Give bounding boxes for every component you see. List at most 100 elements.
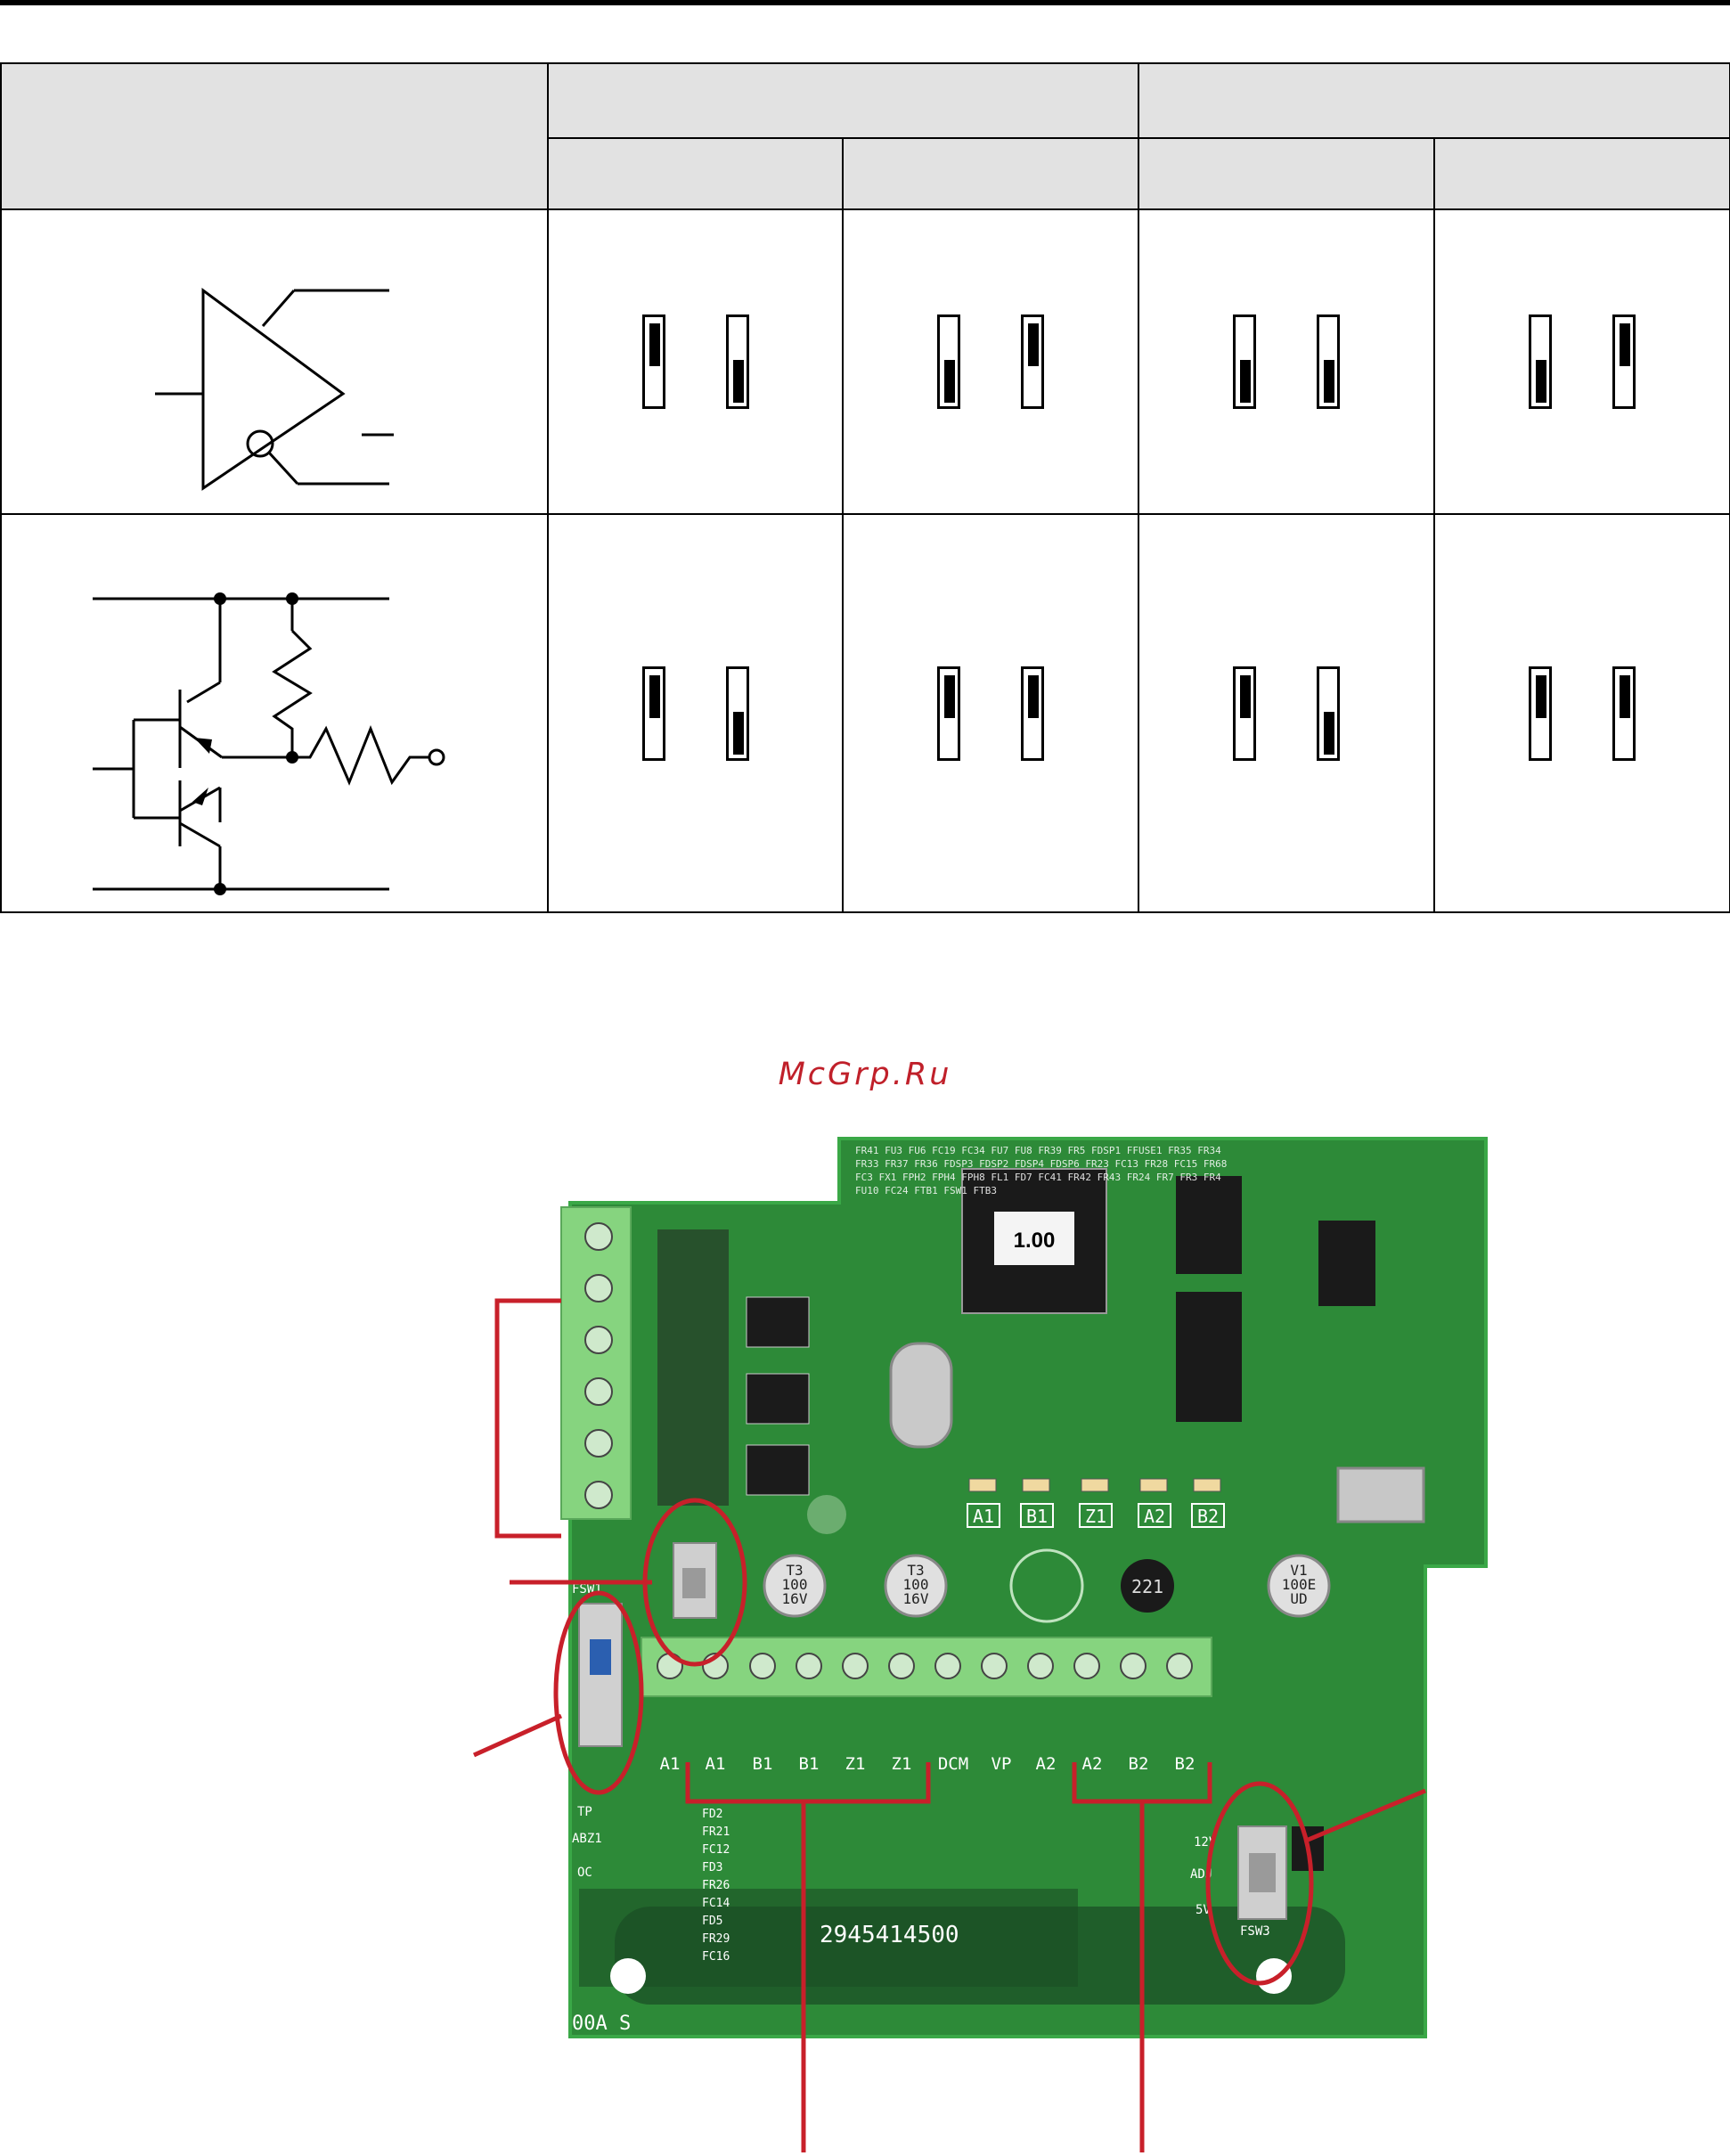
silk-item: FL1 (991, 1172, 1009, 1183)
silk-fr21: FR21 (702, 1825, 730, 1839)
silk-item: FR23 (1085, 1158, 1109, 1170)
silk-item: FC3 (855, 1172, 873, 1183)
silk-item: FU3 (885, 1145, 902, 1156)
terminal-label-4: B1 (799, 1754, 820, 1774)
terminal-label-5: Z1 (845, 1754, 866, 1774)
led-label-a2: A2 (1144, 1506, 1165, 1527)
silk-item: FU7 (991, 1145, 1009, 1156)
terminal-label-3: B1 (753, 1754, 773, 1774)
jumper-switch (1317, 666, 1340, 761)
silk-item: FR37 (885, 1158, 909, 1170)
silk-item: FDSP4 (1014, 1158, 1044, 1170)
jumper-settings-table (0, 62, 1730, 913)
cap1-l3: 16V (782, 1590, 808, 1607)
subheader-1 (547, 137, 844, 210)
jumper-switch (937, 666, 960, 761)
led-label-z1: Z1 (1085, 1506, 1106, 1527)
silk-item: FR39 (1038, 1145, 1062, 1156)
row2-setting-4 (1433, 513, 1730, 913)
row2-setting-2 (842, 513, 1139, 913)
silk-item: FC19 (932, 1145, 956, 1156)
silk-fd2: FD2 (702, 1808, 722, 1821)
silk-item: FR7 (1155, 1172, 1174, 1183)
fsw3-name: FSW3 (1240, 1924, 1270, 1939)
silk-item: FR24 (1126, 1172, 1151, 1183)
silk-item: FDSP1 (1091, 1145, 1122, 1156)
pcb-illustration: 1.00 A1 B1 Z1 A2 B2 T3 100 16V T3 100 16… (560, 1137, 1488, 2038)
terminal-label-9: A2 (1036, 1754, 1057, 1774)
cap2-l2: 100 (903, 1576, 929, 1593)
cap1-l2: 100 (782, 1576, 808, 1593)
silk-item: FPH2 (902, 1172, 926, 1183)
jumper-switch (641, 666, 665, 761)
row2-setting-1 (547, 513, 844, 913)
board-corner-text: 00A S (572, 2013, 631, 2035)
row1-setting-2 (842, 208, 1139, 515)
subheader-3 (1138, 137, 1435, 210)
cap3-l1: V1 (1290, 1562, 1307, 1579)
cap2-l3: 16V (903, 1590, 929, 1607)
silk-item: FR41 (855, 1145, 879, 1156)
silk-fd5: FD5 (702, 1915, 722, 1928)
jumper-switch (1233, 666, 1256, 761)
silk-item: FR28 (1144, 1158, 1169, 1170)
silk-item: FPH4 (932, 1172, 956, 1183)
open-collector-symbol (93, 592, 445, 895)
silk-item: FR36 (914, 1158, 938, 1170)
row1-setting-3 (1138, 208, 1435, 515)
silk-fr26: FR26 (702, 1879, 730, 1892)
cap1-l1: T3 (786, 1562, 803, 1579)
fsw3-label-5v: 5V (1195, 1903, 1211, 1917)
line-driver-symbol (155, 288, 394, 491)
line-driver-symbol-cell (0, 208, 549, 515)
terminal-label-12: B2 (1175, 1754, 1195, 1774)
silk-item: FFUSE1 (1126, 1145, 1163, 1156)
header-group-1 (547, 62, 1139, 139)
silk-item: FR68 (1203, 1158, 1228, 1170)
silk-item: FC34 (961, 1145, 985, 1156)
pg-card-photo: 1.00 A1 B1 Z1 A2 B2 T3 100 16V T3 100 16… (463, 1123, 1497, 2152)
silk-item: FU8 (1014, 1145, 1032, 1156)
terminal-label-10: A2 (1082, 1754, 1103, 1774)
jumper-switch (1021, 666, 1044, 761)
cap3-l3: UD (1290, 1590, 1307, 1607)
jumper-switch (1021, 314, 1044, 409)
silk-item: FC24 (885, 1185, 909, 1196)
jumper-switch (1233, 314, 1256, 409)
jumper-switch (1317, 314, 1340, 409)
fsw1-label-abz1: ABZ1 (572, 1832, 602, 1846)
silk-item: FX1 (878, 1172, 897, 1183)
silk-fc14: FC14 (702, 1897, 730, 1910)
silk-item: FR42 (1067, 1172, 1092, 1183)
jumper-switch (1612, 314, 1636, 409)
header-group-2 (1138, 62, 1730, 139)
subheader-4 (1433, 137, 1730, 210)
fsw1-label-oc: OC (577, 1866, 592, 1880)
terminal-label-8: VP (991, 1754, 1012, 1774)
silk-item: FDSP3 (943, 1158, 974, 1170)
led-label-b2: B2 (1197, 1506, 1219, 1527)
silkscreen-designators: FR41 FU3 FU6 FC19 FC34 FU7 FU8 FR39 FR5 … (855, 1144, 1229, 1197)
chip-label: 1.00 (1014, 1229, 1056, 1253)
silk-item: FR33 (855, 1158, 879, 1170)
silk-item: FC41 (1038, 1172, 1062, 1183)
inductor-label: 221 (1131, 1576, 1163, 1597)
jumper-switch (641, 314, 665, 409)
terminal-label-2: A1 (706, 1754, 726, 1774)
silk-item: FR43 (1097, 1172, 1122, 1183)
cap2-l1: T3 (907, 1562, 924, 1579)
fsw3-label-12v: 12V (1194, 1835, 1217, 1850)
silk-item: FTB1 (914, 1185, 938, 1196)
led-label-a1: A1 (973, 1506, 994, 1527)
silk-item: FR5 (1067, 1145, 1086, 1156)
silk-item: FC15 (1173, 1158, 1198, 1170)
silk-item: FR35 (1168, 1145, 1192, 1156)
jumper-switch (1612, 666, 1636, 761)
terminal-label-7: DCM (938, 1754, 968, 1774)
subheader-2 (842, 137, 1139, 210)
silk-item: FDSP6 (1049, 1158, 1080, 1170)
row2-setting-3 (1138, 513, 1435, 913)
open-collector-symbol-cell (0, 513, 549, 913)
silk-item: FD7 (1014, 1172, 1032, 1183)
fsw1-name: FSW1 (572, 1582, 602, 1597)
